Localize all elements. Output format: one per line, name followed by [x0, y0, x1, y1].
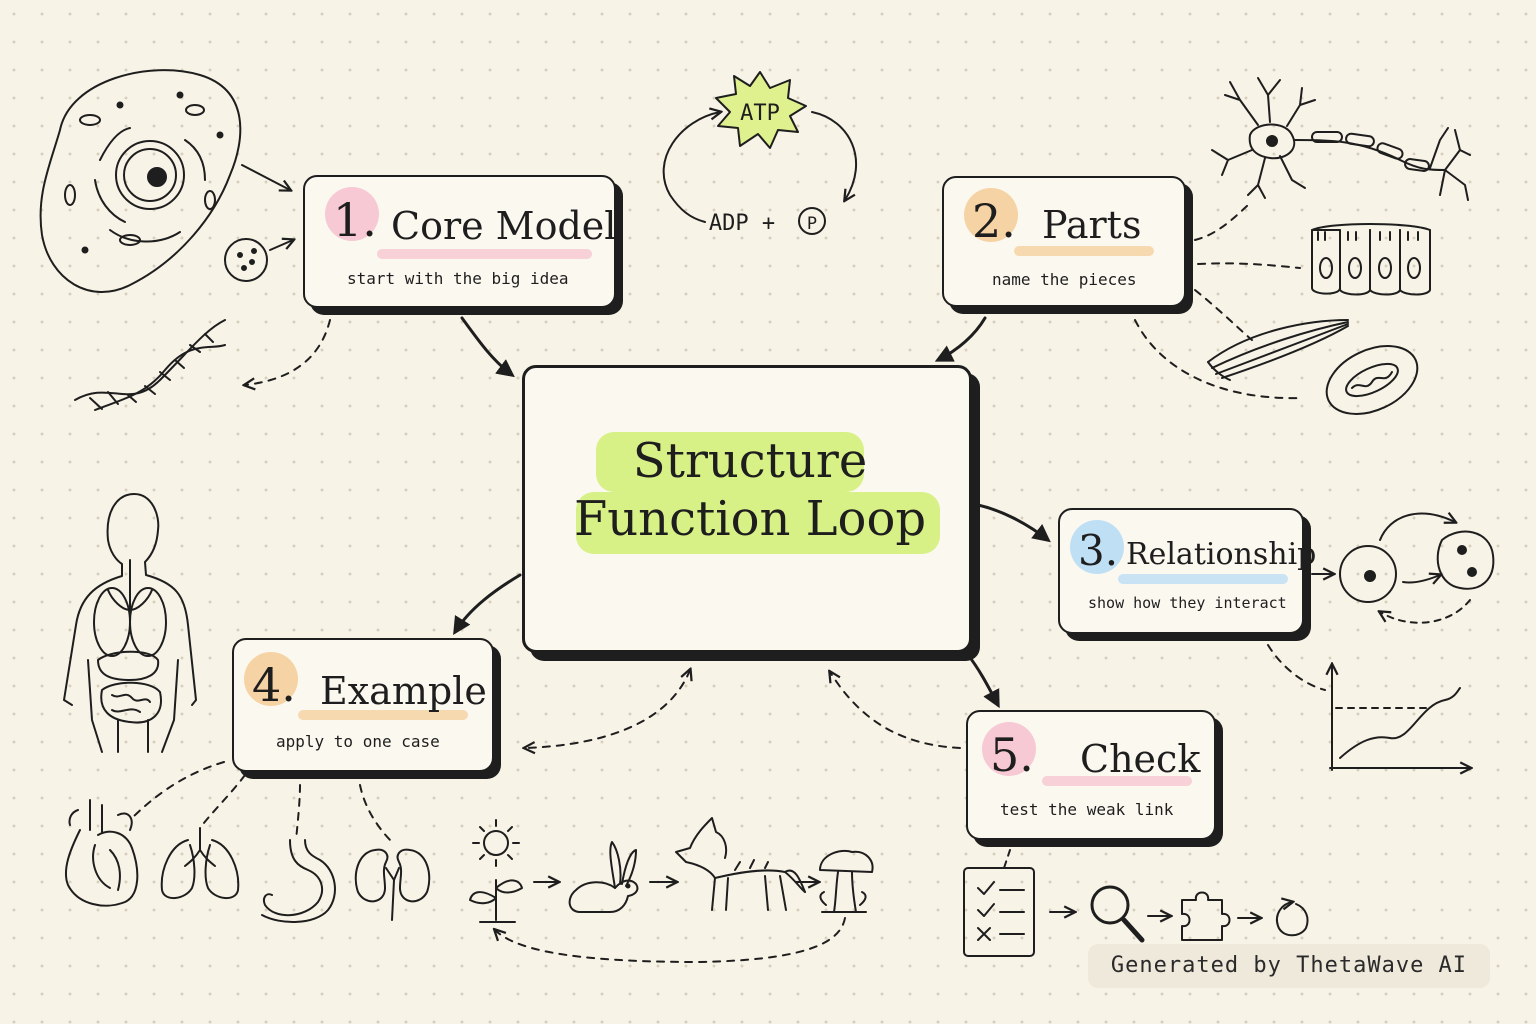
lungs-icon [160, 827, 240, 899]
card-subtitle: test the weak link [1000, 800, 1174, 819]
wolf-icon [675, 817, 806, 911]
card-number: 5. [990, 728, 1034, 782]
sun-icon [472, 819, 520, 867]
card-number: 3. [1078, 526, 1119, 575]
card-subtitle: show how they interact [1088, 594, 1287, 612]
title-underline [377, 249, 592, 259]
atp-burst-icon [715, 71, 807, 149]
mitochondrion-icon [1325, 345, 1419, 415]
card-number: 4. [252, 658, 296, 712]
title-highlight [596, 432, 864, 492]
human-body-icon [63, 493, 197, 753]
card-example: 4. Example apply to one case [232, 638, 494, 772]
checklist-icon [963, 867, 1035, 957]
dna-icon [74, 319, 226, 411]
title-underline [1042, 776, 1192, 786]
title-highlight [576, 492, 940, 554]
small-cell-icon [224, 238, 268, 282]
epithelial-cells-icon [1311, 223, 1431, 296]
card-title: Core Model [391, 204, 617, 248]
card-subtitle: name the pieces [992, 270, 1137, 289]
heart-icon [64, 799, 139, 907]
growth-graph-icon [1330, 665, 1470, 770]
cell-division-icon [1339, 530, 1495, 603]
phosphate-label: P [807, 214, 817, 234]
card-title: Parts [1042, 203, 1142, 247]
title-underline [1014, 246, 1154, 256]
animal-cell-icon [39, 69, 242, 293]
center-title-line2: Function Loop [573, 491, 927, 547]
card-parts: 2. Parts name the pieces [942, 176, 1186, 307]
card-title: Example [320, 669, 487, 713]
card-title: Check [1080, 737, 1201, 781]
card-core-model: 1. Core Model start with the big idea [303, 175, 616, 308]
puzzle-icon [1181, 891, 1231, 941]
watermark: Generated by ThetaWave AI [1088, 944, 1490, 988]
atp-label: ATP [740, 101, 780, 126]
mushroom-icon [819, 850, 874, 913]
card-subtitle: start with the big idea [347, 269, 569, 288]
muscle-fiber-icon [1207, 319, 1349, 381]
card-title: Relationship [1126, 537, 1317, 572]
adp-label: ADP + [709, 211, 775, 236]
neuron-icon [1211, 77, 1471, 201]
magnifier-icon [1090, 885, 1145, 943]
cycle-icon [1276, 902, 1309, 937]
title-underline [298, 710, 468, 720]
center-title: Structure Function Loop [540, 432, 960, 548]
card-relationship: 3. Relationship show how they interact [1058, 508, 1316, 634]
card-number: 1. [333, 193, 377, 247]
card-subtitle: apply to one case [276, 732, 440, 751]
title-underline [1118, 574, 1288, 584]
sprout-icon [469, 879, 523, 923]
rabbit-icon [568, 841, 639, 913]
kidneys-icon [354, 848, 431, 921]
card-number: 2. [972, 194, 1016, 248]
stomach-icon [261, 839, 336, 923]
card-check: 5. Check test the weak link [966, 710, 1216, 840]
center-title-line1: Structure [632, 433, 868, 489]
